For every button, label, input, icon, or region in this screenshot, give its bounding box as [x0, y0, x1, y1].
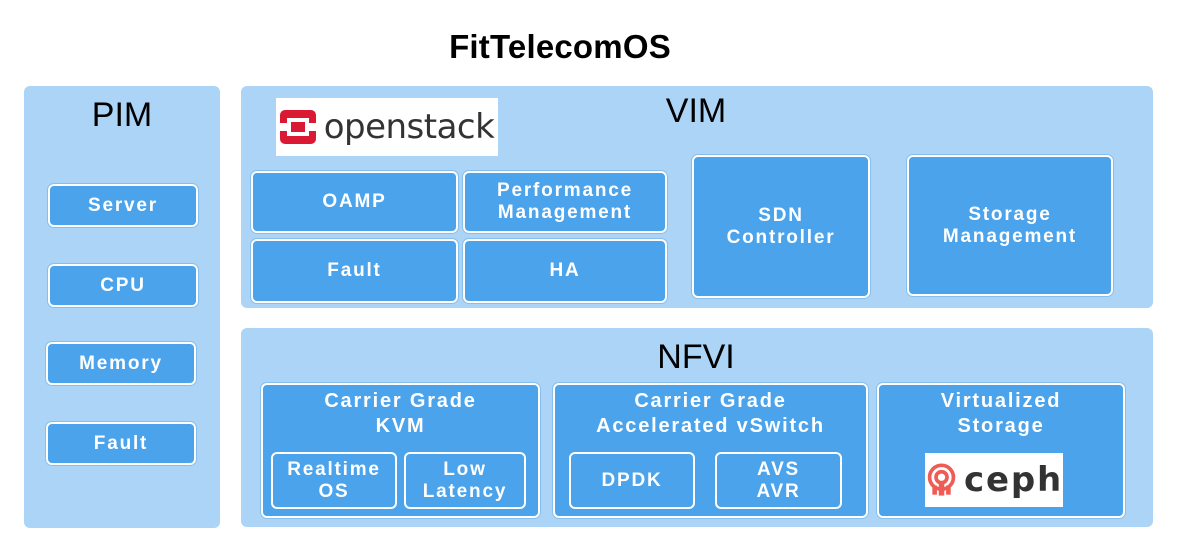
openstack-logo: openstack: [276, 98, 498, 156]
kvm-group-label: Carrier Grade KVM: [324, 390, 477, 437]
ceph-logo-text: ceph: [964, 460, 1063, 500]
pim-memory-box: Memory: [46, 342, 196, 385]
vim-storage-box: Storage Management: [907, 155, 1113, 296]
vswitch-group: Carrier Grade Accelerated vSwitch DPDK A…: [553, 383, 868, 518]
ceph-logo: ceph: [925, 453, 1063, 507]
nfvi-title: NFVI: [657, 338, 735, 376]
pim-memory-label: Memory: [79, 352, 163, 374]
vim-fault-label: Fault: [327, 260, 382, 281]
low-latency-box: Low Latency: [404, 452, 526, 509]
avs-avr-label: AVS AVR: [756, 458, 801, 502]
vim-ha-box: HA: [463, 239, 667, 303]
openstack-icon: [279, 110, 316, 144]
realtime-os-label: Realtime OS: [287, 458, 381, 502]
pim-fault-label: Fault: [93, 432, 149, 454]
vim-storage-label: Storage Management: [942, 203, 1078, 247]
vim-fault-box: Fault: [251, 239, 458, 303]
vim-oamp-box: OAMP: [251, 171, 458, 233]
storage-group: Virtualized Storage ceph: [877, 383, 1125, 518]
pim-panel: PIM Server CPU Memory Fault: [24, 86, 220, 528]
pim-title: PIM: [91, 96, 153, 134]
vim-title: VIM: [665, 92, 727, 130]
avs-avr-box: AVS AVR: [715, 452, 842, 509]
pim-fault-box: Fault: [46, 422, 196, 465]
vim-performance-box: Performance Management: [463, 171, 667, 233]
vim-ha-label: HA: [549, 260, 581, 281]
low-latency-label: Low Latency: [422, 458, 508, 502]
vim-sdn-box: SDN Controller: [692, 155, 870, 298]
dpdk-box: DPDK: [569, 452, 695, 509]
vim-panel: VIM openstack OAMP Performance Managemen…: [241, 86, 1153, 308]
vim-performance-label: Performance Management: [497, 180, 633, 223]
kvm-group: Carrier Grade KVM Realtime OS Low Latenc…: [261, 383, 540, 518]
diagram-title: FitTelecomOS: [449, 28, 671, 65]
realtime-os-box: Realtime OS: [271, 452, 397, 509]
pim-server-label: Server: [88, 194, 158, 216]
storage-group-label: Virtualized Storage: [940, 390, 1062, 437]
openstack-logo-text: openstack: [323, 107, 495, 147]
vswitch-group-label: Carrier Grade Accelerated vSwitch: [596, 390, 825, 437]
pim-cpu-box: CPU: [48, 264, 198, 307]
pim-cpu-label: CPU: [100, 274, 146, 296]
pim-server-box: Server: [48, 184, 198, 227]
vim-sdn-label: SDN Controller: [726, 204, 836, 248]
dpdk-label: DPDK: [601, 469, 663, 491]
vim-oamp-label: OAMP: [322, 191, 387, 212]
ceph-icon: [927, 463, 956, 496]
nfvi-panel: NFVI Carrier Grade KVM Realtime OS Low L…: [241, 328, 1153, 527]
